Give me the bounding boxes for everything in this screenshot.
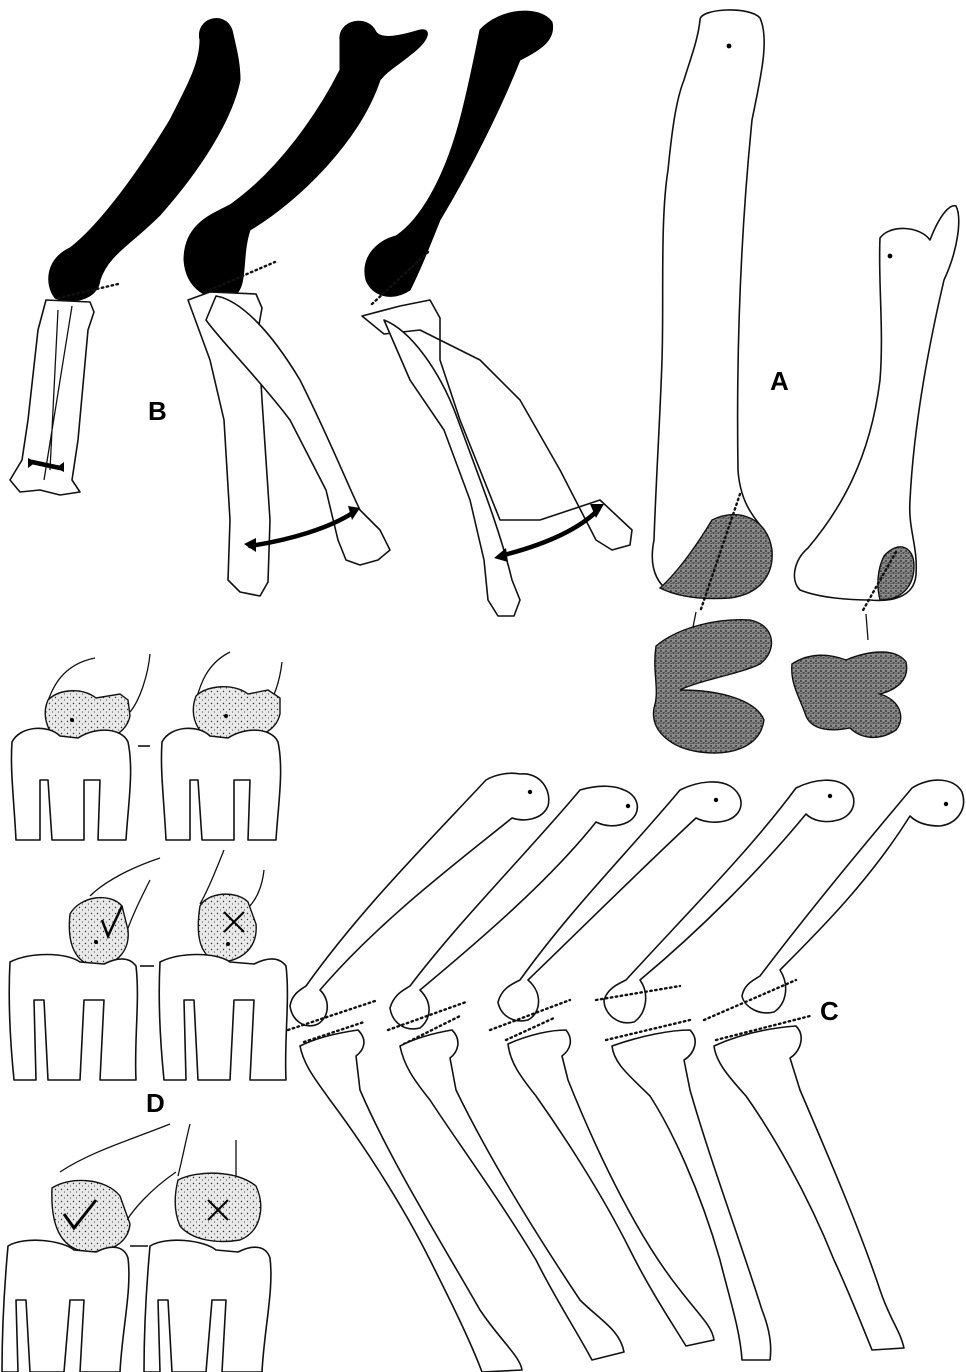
panel-d-row-1: [11, 652, 282, 840]
ulna-c2: [400, 1030, 624, 1360]
humerus-a-large: [652, 10, 768, 597]
joint-surface-d3: [69, 898, 128, 966]
panel-d-row-2: [9, 850, 287, 1080]
panel-label-c: C: [820, 996, 839, 1026]
distal-articular-surface-a2: [792, 652, 907, 737]
panel-label-d: D: [146, 1088, 165, 1118]
ulna-c1: [300, 1030, 522, 1372]
humerus-a-small: [794, 206, 958, 601]
panel-b-limb-3: [362, 11, 632, 616]
joint-surface-d6: [175, 1173, 261, 1241]
pivot-dot-a2: [888, 254, 893, 259]
pivot-dot-a1: [727, 44, 732, 49]
panel-a: A: [652, 10, 958, 753]
panel-b: B: [10, 11, 632, 616]
panel-d: D: [2, 652, 287, 1372]
panel-label-a: A: [770, 366, 789, 396]
panel-label-b: B: [148, 396, 167, 426]
joint-surface-d5: [52, 1180, 130, 1252]
panel-d-row-3: [2, 1124, 271, 1372]
panel-c: C: [288, 773, 964, 1372]
distal-articular-surface-a1: [653, 620, 771, 753]
